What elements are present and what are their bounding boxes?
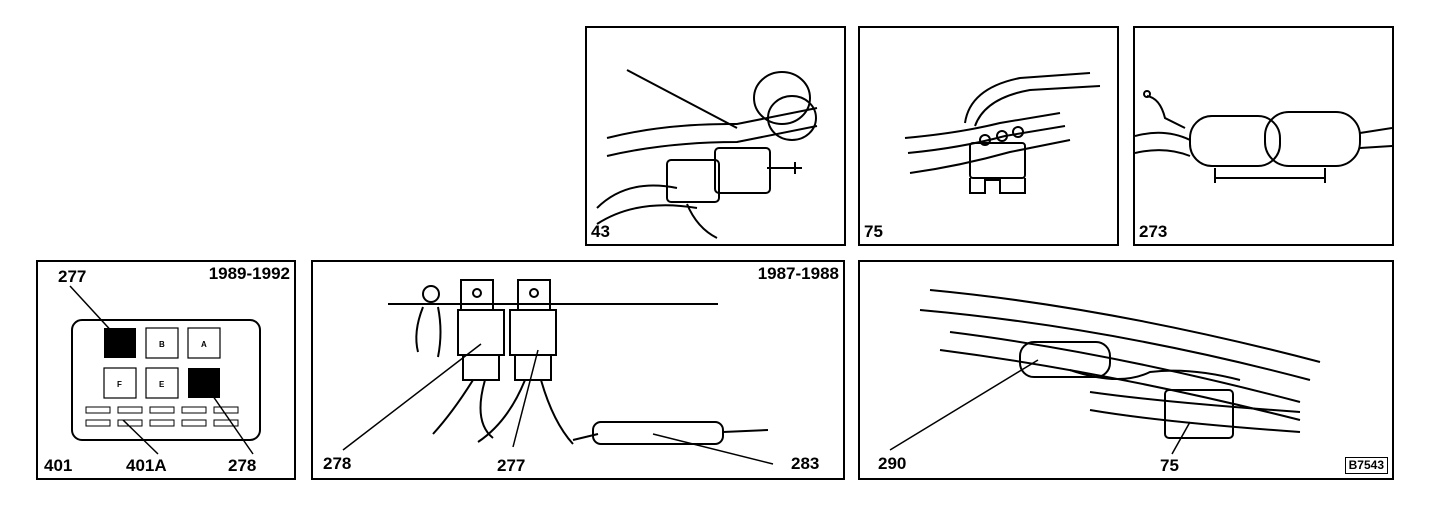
diagram-code-badge: B7543 xyxy=(1344,457,1388,474)
callout-43: 43 xyxy=(591,222,610,241)
panel-75-connector: 75 xyxy=(858,26,1119,246)
connector-block-illustration xyxy=(904,72,1101,194)
callout-290: 290 xyxy=(878,454,907,473)
callout-277: 277 xyxy=(497,456,526,475)
relays-illustration xyxy=(342,279,774,465)
fuse-letter-f: F xyxy=(117,380,122,389)
fuse-box-outline xyxy=(71,319,261,441)
panel-43: 43 xyxy=(585,26,846,246)
fuse-letter-b: B xyxy=(159,340,165,349)
panel-harness: 290 75 B7543 xyxy=(858,260,1394,480)
panel-273: 273 xyxy=(1133,26,1394,246)
callout-283: 283 xyxy=(791,454,820,473)
callout-278: 278 xyxy=(323,454,352,473)
year-range-label: 1989-1992 xyxy=(208,264,290,283)
relay-278-slot xyxy=(188,368,220,398)
harness-illustration xyxy=(889,289,1321,455)
callout-401a: 401A xyxy=(126,456,167,475)
callout-401: 401 xyxy=(44,456,73,475)
panel-fusebox: B A F E 1989-1992 277 401 401A 278 xyxy=(36,260,296,480)
callout-278: 278 xyxy=(228,456,257,475)
fuse-box-diagram: B A F E xyxy=(69,285,261,455)
callout-277: 277 xyxy=(58,267,87,286)
callout-75: 75 xyxy=(864,222,883,241)
fuse-letter-a: A xyxy=(201,340,207,349)
year-range-label: 1987-1988 xyxy=(757,264,839,283)
callout-75: 75 xyxy=(1160,456,1179,475)
panel-relays: 1987-1988 278 277 283 xyxy=(311,260,845,480)
fuse-letter-e: E xyxy=(159,380,165,389)
relay-277-slot xyxy=(104,328,136,358)
ignition-coil-illustration xyxy=(596,69,818,239)
filter-canister-illustration xyxy=(1135,90,1392,183)
callout-273: 273 xyxy=(1139,222,1168,241)
